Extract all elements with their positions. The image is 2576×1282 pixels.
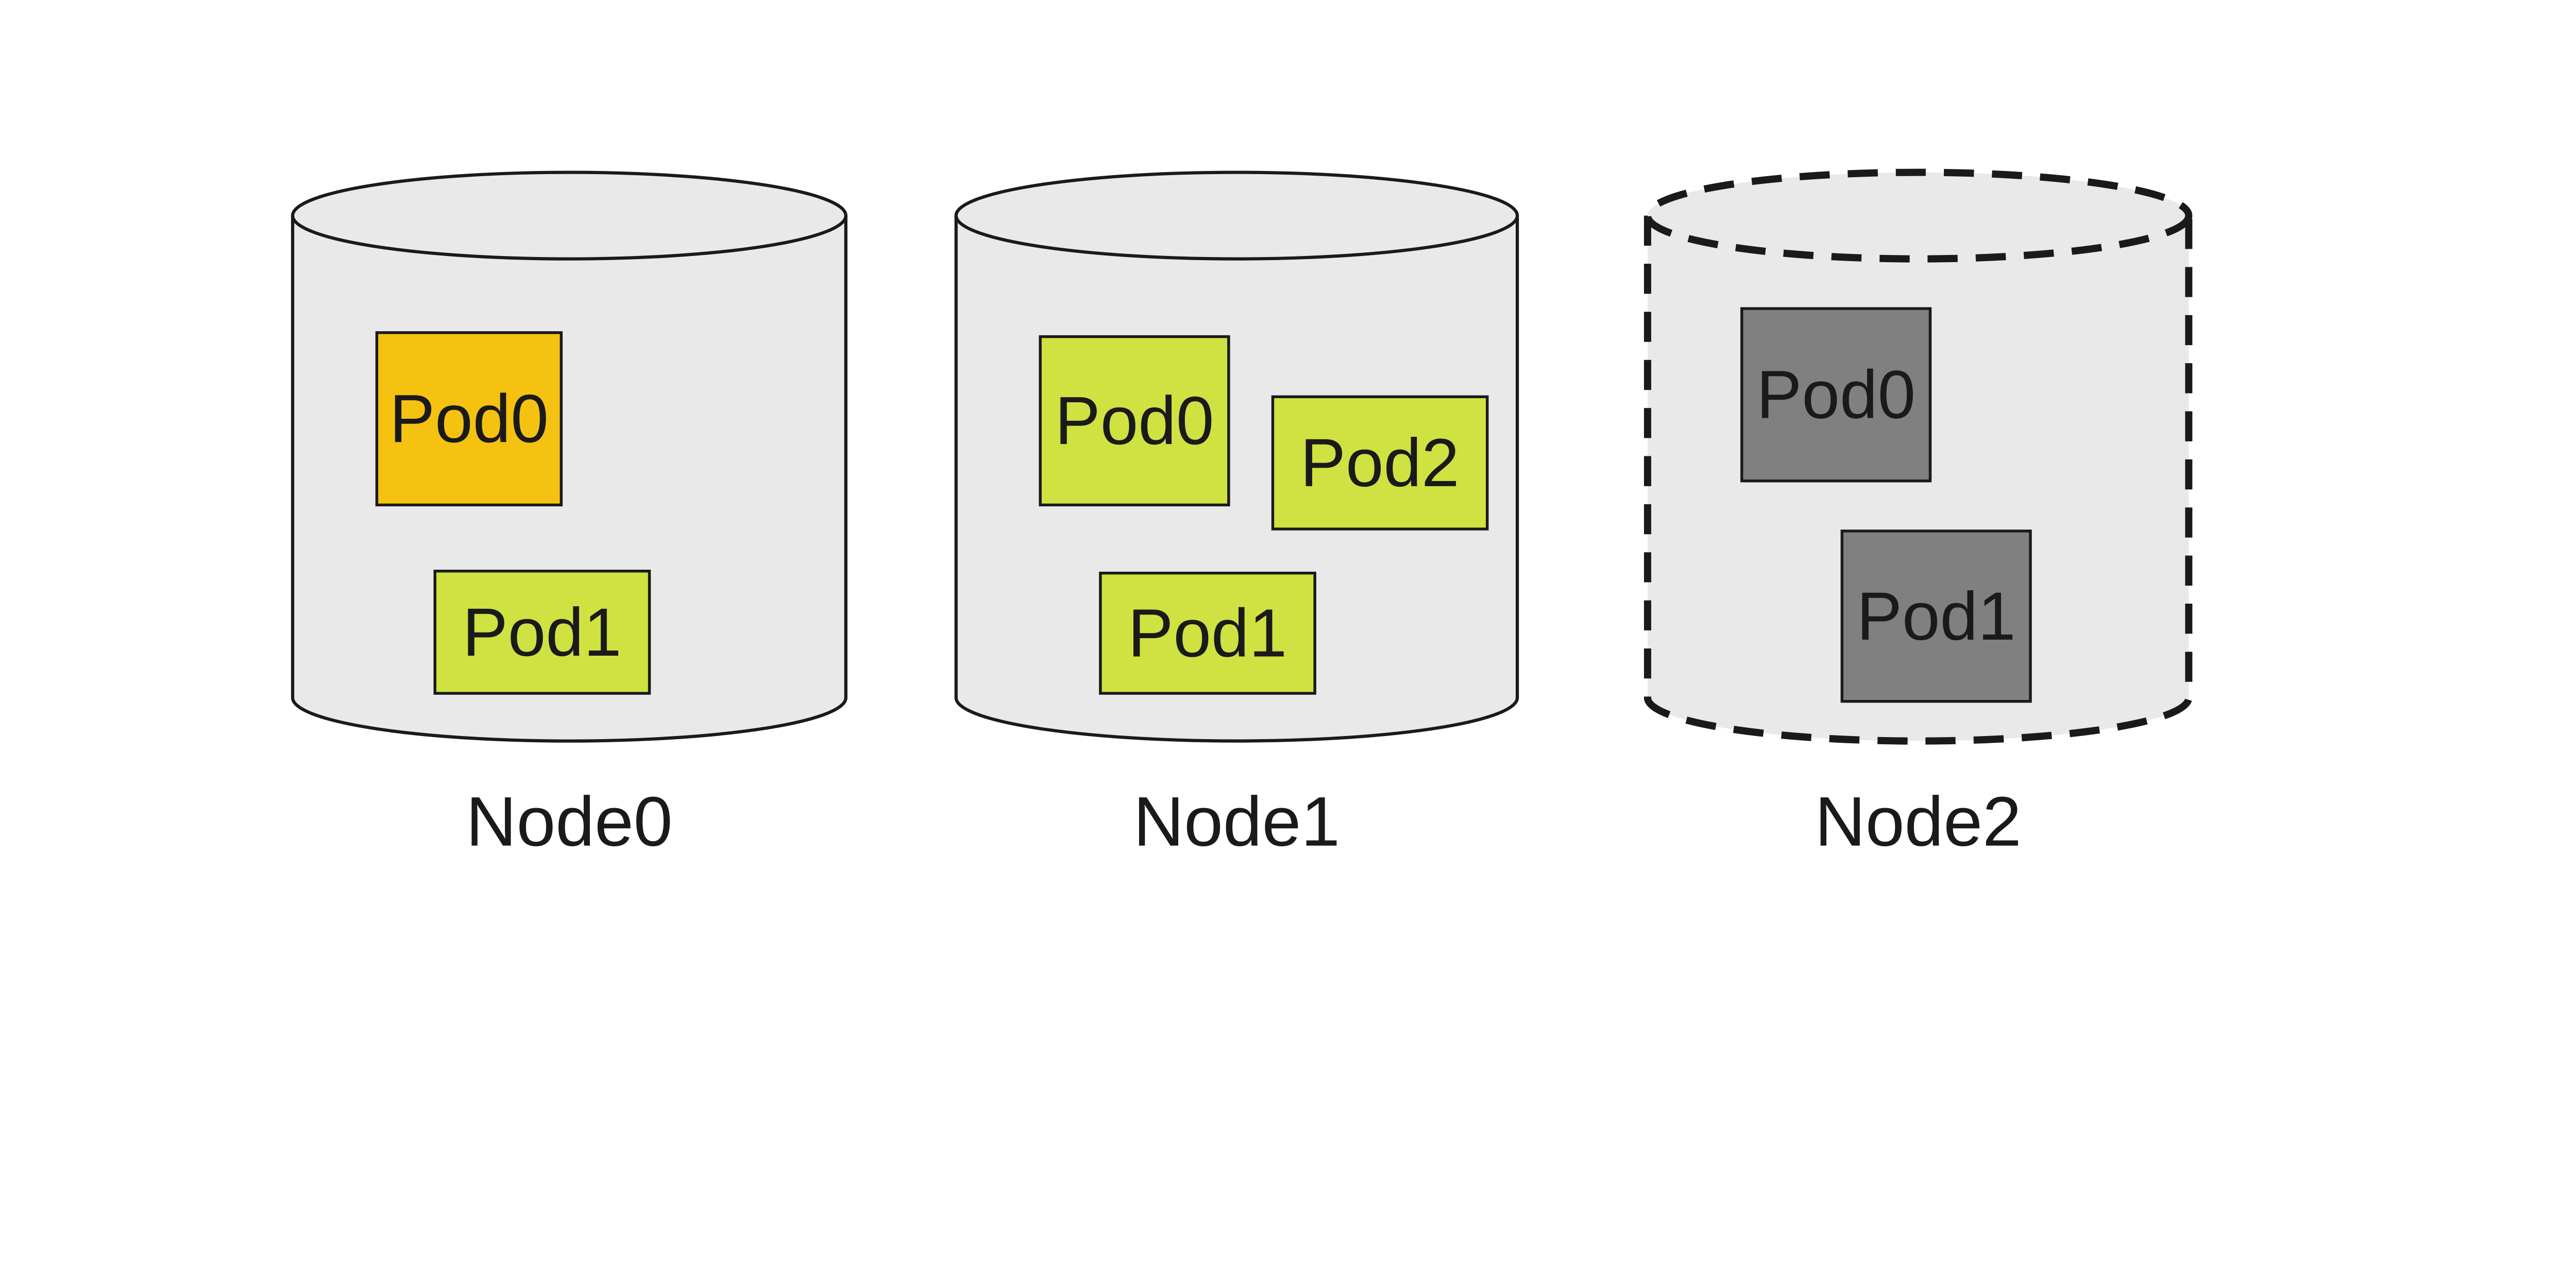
node1-cylinder-top (954, 170, 1519, 261)
node2-pod1-box (1840, 529, 2032, 703)
node1-pod2-label: Pod2 (1300, 425, 1460, 501)
node1-pod1-label: Pod1 (1128, 595, 1287, 672)
node1-pod0-label: Pod0 (1055, 383, 1214, 459)
node0-pod1-box (433, 570, 651, 695)
nodes-pods-diagram: Pod0 Pod1 Node0 Pod0 Pod2 Pod1 Node1 Pod… (291, 168, 2193, 861)
node0-group: Pod0 Pod1 Node0 (291, 170, 848, 861)
node2-pod0-box (1740, 307, 1932, 483)
node1-pod2-box (1271, 395, 1489, 531)
node0-pod1-label: Pod1 (463, 594, 622, 671)
node0-pod0-box (375, 331, 563, 507)
node0-label: Node0 (466, 782, 672, 861)
node2-pod1-label: Pod1 (1857, 578, 2016, 655)
node2-pod0-label: Pod0 (1756, 357, 1916, 433)
node0-pod0-label: Pod0 (389, 381, 549, 457)
node1-label: Node1 (1133, 782, 1340, 861)
node1-pod1-box (1099, 571, 1316, 695)
node2-group: Pod0 Pod1 Node2 (1643, 168, 2193, 861)
node0-cylinder-top (291, 170, 848, 261)
node2-label: Node2 (1815, 782, 2022, 861)
node1-pod0-box (1039, 335, 1230, 507)
diagram-canvas: Pod0 Pod1 Node0 Pod0 Pod2 Pod1 Node1 Pod… (291, 168, 2193, 861)
node1-group: Pod0 Pod2 Pod1 Node1 (954, 170, 1519, 861)
node2-cylinder-top (1643, 168, 2193, 263)
